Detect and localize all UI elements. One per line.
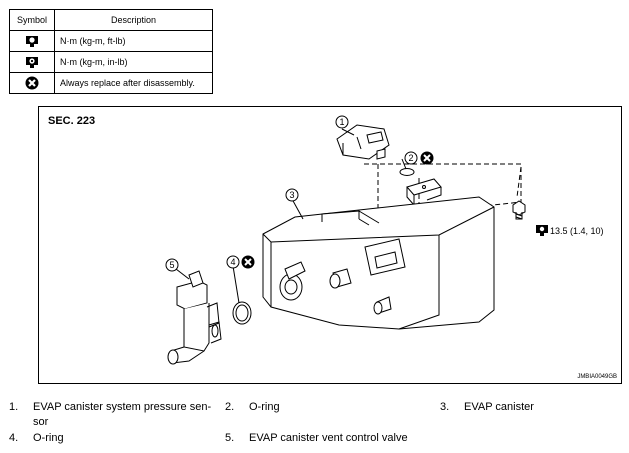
legend-text: O-ring — [249, 401, 280, 413]
section-label: SEC. 223 — [48, 115, 96, 127]
callout-4: 4 — [230, 257, 235, 267]
torque-wrench-icon — [536, 225, 548, 236]
legend-item-3: 3. EVAP canister — [440, 400, 620, 415]
replace-x-icon — [241, 255, 255, 269]
legend-text-cont: sor — [33, 416, 49, 428]
symbol-header: Symbol — [9, 9, 55, 31]
legend-number: 4. — [9, 432, 19, 444]
bracket — [406, 178, 442, 207]
description-header: Description — [54, 9, 213, 31]
diagram-drawing: 1 2 3 4 5 — [165, 115, 548, 365]
legend-text: O-ring — [33, 432, 64, 444]
callout-circles: 1 2 3 4 5 — [165, 115, 418, 272]
callout-1: 1 — [339, 117, 344, 127]
leader-lines — [175, 128, 407, 304]
symbol-table: Symbol Description N·m (kg-m, ft-lb) N·m… — [9, 9, 213, 94]
o-ring-2 — [399, 168, 415, 176]
legend-number: 3. — [440, 401, 450, 413]
legend-item-5: 5. EVAP canister vent control valve — [225, 431, 525, 446]
callout-3: 3 — [289, 190, 294, 200]
figure-code: JMBIA0049GB — [577, 374, 617, 380]
legend-item-4: 4. O-ring — [9, 431, 209, 446]
symbol-row: N·m (kg-m, in-lb) — [9, 51, 213, 73]
symbol-description: N·m (kg-m, ft-lb) — [54, 30, 213, 52]
symbol-table-header: Symbol Description — [9, 9, 213, 31]
canister-ports — [279, 238, 406, 315]
vent-control-valve — [167, 270, 222, 365]
torque-value: 13.5 (1.4, 10) — [550, 226, 604, 236]
replace-x-icon — [420, 151, 434, 165]
symbol-description: N·m (kg-m, in-lb) — [54, 51, 213, 73]
symbol-description: Always replace after disassembly. — [54, 72, 213, 94]
callout-2: 2 — [408, 153, 413, 163]
callout-5: 5 — [169, 260, 174, 270]
symbol-row: N·m (kg-m, ft-lb) — [9, 30, 213, 52]
legend-item-1: 1. EVAP canister system pressure sen- so… — [9, 400, 229, 430]
o-ring-4 — [232, 301, 252, 325]
exploded-diagram: SEC. 223 — [38, 106, 622, 384]
legend-number: 5. — [225, 432, 235, 444]
legend-text: EVAP canister — [464, 401, 534, 413]
torque-wrench-icon — [26, 35, 38, 47]
torque-wrench-small-icon — [26, 56, 38, 68]
legend-number: 2. — [225, 401, 235, 413]
legend-number: 1. — [9, 401, 19, 413]
legend-text: EVAP canister system pressure sen- — [33, 401, 212, 413]
bolt — [512, 200, 526, 220]
legend-text: EVAP canister vent control valve — [249, 432, 408, 444]
replace-x-icon — [25, 76, 39, 90]
legend-item-2: 2. O-ring — [225, 400, 405, 415]
symbol-row: Always replace after disassembly. — [9, 72, 213, 94]
